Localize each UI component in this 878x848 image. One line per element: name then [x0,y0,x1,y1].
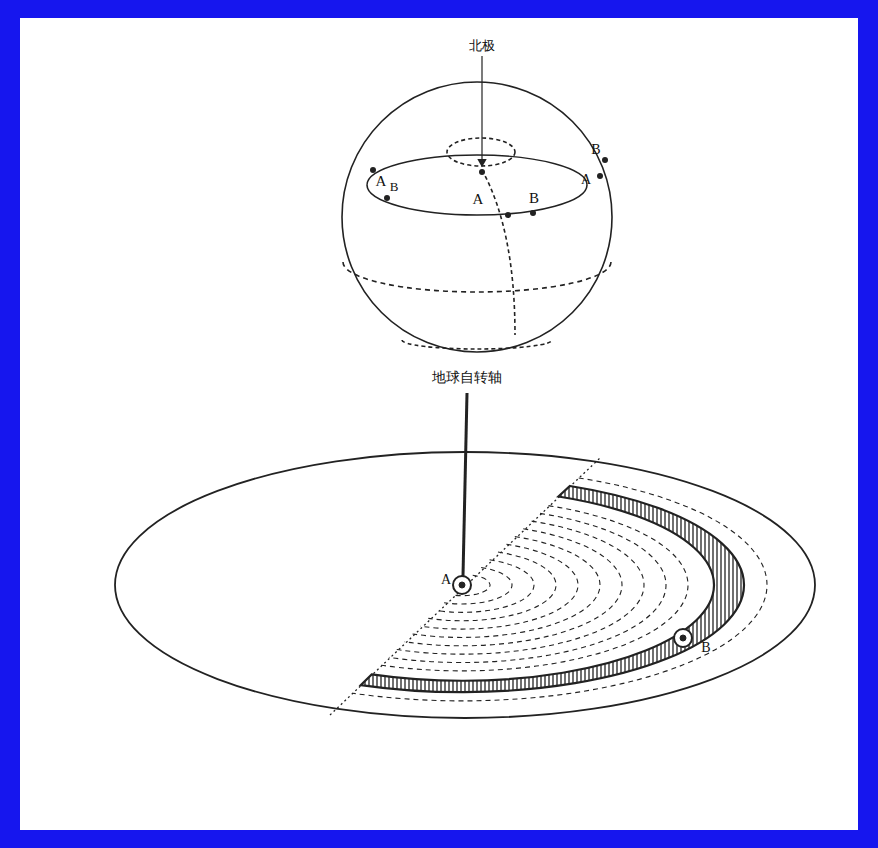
point-label: B [529,191,539,206]
point-label: 地球自转轴 [432,371,502,385]
dashed-arc [353,478,767,701]
dashed-arc [452,575,490,595]
dashed-arc [389,513,666,662]
globe-dots [370,157,608,218]
rotating-disk [115,393,815,718]
point-label: B [390,180,399,193]
point-label: B [701,641,710,655]
dashed-arc [420,544,578,629]
dashed-arc [405,529,622,646]
dashed-arc [428,552,556,621]
point-label: 北极 [469,39,495,52]
dashed-arc [397,521,644,654]
white-panel [20,18,858,830]
dashed-arc [381,506,688,671]
groove [361,486,744,692]
point-label: A [441,573,451,587]
dashed-arc [413,537,600,638]
point-label: A [581,173,591,187]
point-label: A [376,174,387,189]
globe [342,56,612,352]
point-label: B [591,143,600,157]
dashed-arc [444,567,512,604]
dashed-arc [436,560,534,613]
point-label: A [473,192,484,207]
